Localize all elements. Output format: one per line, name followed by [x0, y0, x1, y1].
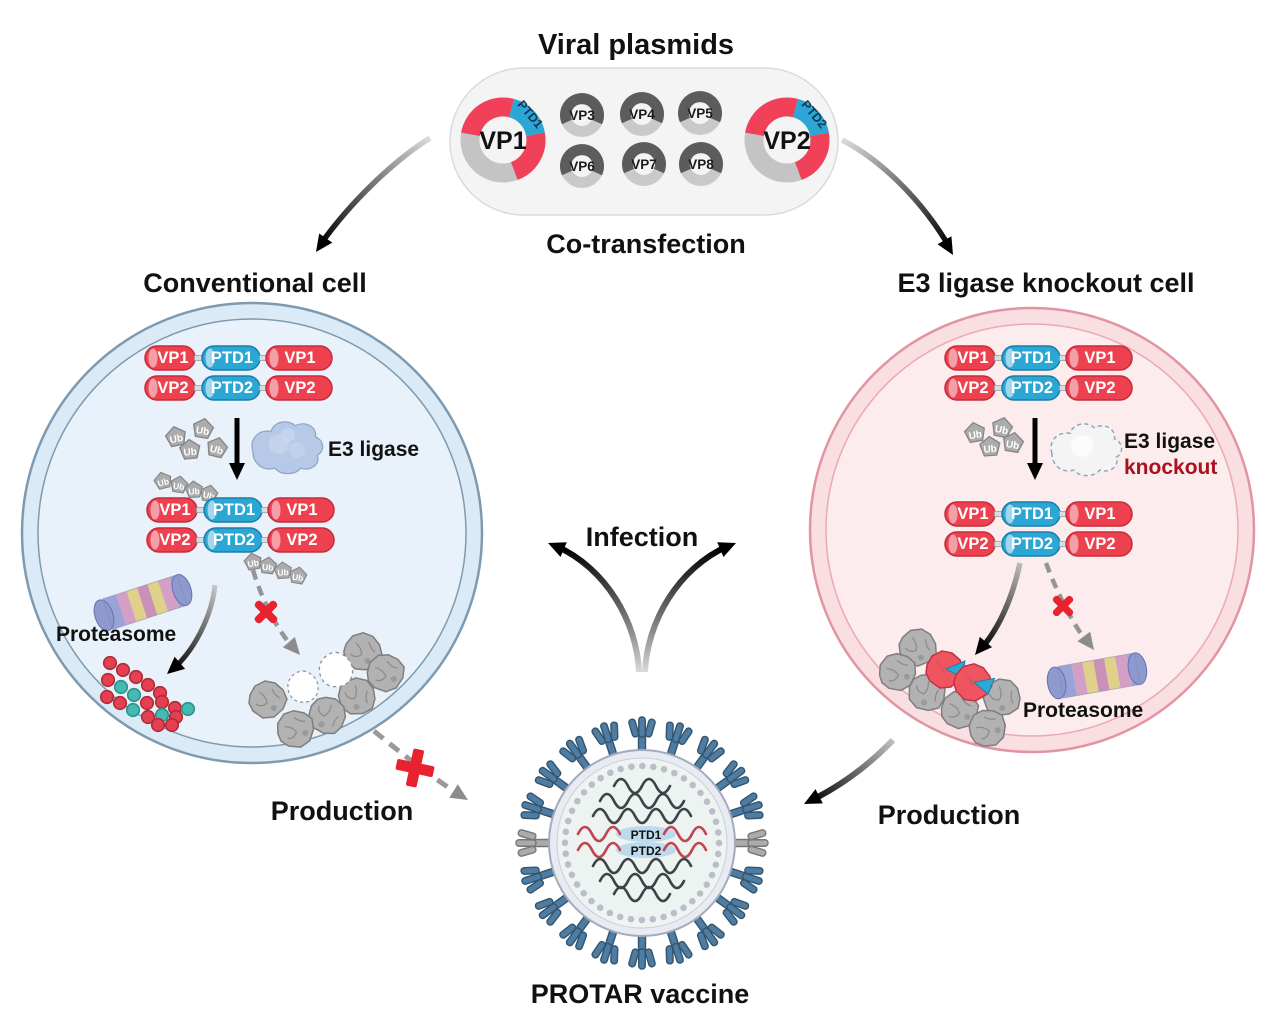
right-construct-1-vp2: [944, 375, 1133, 401]
transfection-arrow-left: [309, 135, 432, 257]
conventional-cell-title: Conventional cell: [143, 268, 367, 298]
knockout-cell-title: E3 ligase knockout cell: [897, 268, 1194, 298]
plasmid-vp2-label: VP2: [763, 127, 810, 155]
left-construct-2-vp1: [146, 497, 335, 523]
e3-ligase-knockout-blob: [1050, 423, 1123, 477]
degraded-peptides: [99, 655, 196, 733]
plasmid-container: [449, 67, 839, 216]
plasmid-vp7-label: VP7: [631, 157, 657, 172]
left-degradation-arrow: [161, 584, 218, 681]
left-blocked-arrow: [250, 569, 307, 661]
plasmid-vp5-label: VP5: [687, 106, 713, 121]
protar-vaccine-caption: PROTAR vaccine: [531, 979, 750, 1009]
virus-genome-rna: PTD1 PTD2: [576, 777, 708, 903]
rna-tag-ptd2: PTD2: [631, 844, 662, 858]
left-construct-1-vp1: [144, 345, 333, 371]
left-construct-1-vp2: [144, 375, 333, 401]
knockout-label: knockout: [1124, 456, 1217, 479]
plasmid-vp8-label: VP8: [688, 157, 714, 172]
right-aggregation-arrow: [968, 562, 1023, 661]
e3-ligase-label-left: E3 ligase: [328, 438, 419, 461]
infection-label: Infection: [586, 522, 699, 552]
plasmid-vp6-label: VP6: [569, 159, 595, 174]
right-construct-2-vp1: [944, 501, 1133, 527]
small-plasmids: VP3 VP4 VP5 VP6 VP7 VP8: [566, 97, 718, 183]
right-construct-2-vp2: [944, 531, 1133, 557]
proteasome-label-left: Proteasome: [56, 623, 176, 646]
proteasome-label-right: Proteasome: [1023, 699, 1143, 722]
transfection-arrow-right: [840, 137, 960, 259]
e3-ligase-blob: [251, 421, 324, 475]
e3-ligase-label-right: E3 ligase: [1124, 430, 1215, 453]
viral-plasmids-title: Viral plasmids: [538, 29, 734, 61]
plasmid-vp4-label: VP4: [629, 107, 655, 122]
production-label-right: Production: [878, 800, 1021, 830]
right-production-arrow: [800, 737, 896, 812]
right-blocked-arrow: [1043, 562, 1101, 655]
plasmid-vp3-label: VP3: [569, 108, 595, 123]
left-construct-2-vp2: [146, 527, 335, 553]
production-label-left: Production: [271, 796, 414, 826]
co-transfection-label: Co-transfection: [546, 229, 746, 259]
left-production-arrow: [372, 729, 473, 807]
plasmid-vp1-label: VP1: [479, 127, 526, 155]
blocked-plus: [392, 745, 438, 791]
right-ubiquitination-arrow: [1027, 418, 1043, 480]
rna-tag-ptd1: PTD1: [631, 828, 662, 842]
infection-arrows: [544, 535, 740, 673]
right-construct-1-vp1: [944, 345, 1133, 371]
protar-vaccine-virion: PTD1 PTD2: [515, 716, 769, 970]
left-ubiquitination-arrow: [229, 418, 245, 480]
knockout-cell: [808, 306, 1256, 754]
